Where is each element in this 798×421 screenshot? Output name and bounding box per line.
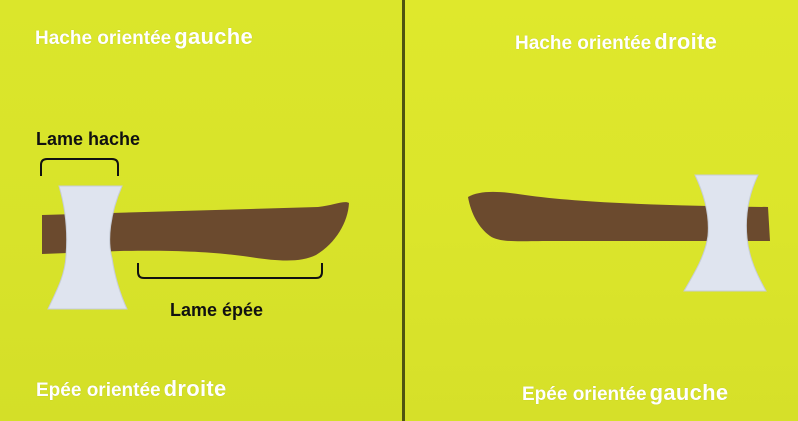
right-top-caption-text: Hache orientée <box>515 33 651 54</box>
right-axe-illustration <box>405 0 798 421</box>
left-top-caption-direction: gauche <box>174 24 253 49</box>
right-bottom-caption-direction: gauche <box>650 380 729 405</box>
left-top-caption-text: Hache orientée <box>35 28 171 49</box>
axe-blade-label: Lame hache <box>36 129 140 150</box>
left-axe-illustration <box>0 0 402 421</box>
left-bottom-caption-text: Epée orientée <box>36 380 161 401</box>
sword-blade-label: Lame épée <box>170 300 263 321</box>
sword-blade-bracket <box>138 263 322 278</box>
left-bottom-caption-direction: droite <box>164 376 227 401</box>
axe-blade-bracket <box>41 159 118 176</box>
right-bottom-caption-text: Epée orientée <box>522 384 647 405</box>
right-top-caption-direction: droite <box>654 29 717 54</box>
